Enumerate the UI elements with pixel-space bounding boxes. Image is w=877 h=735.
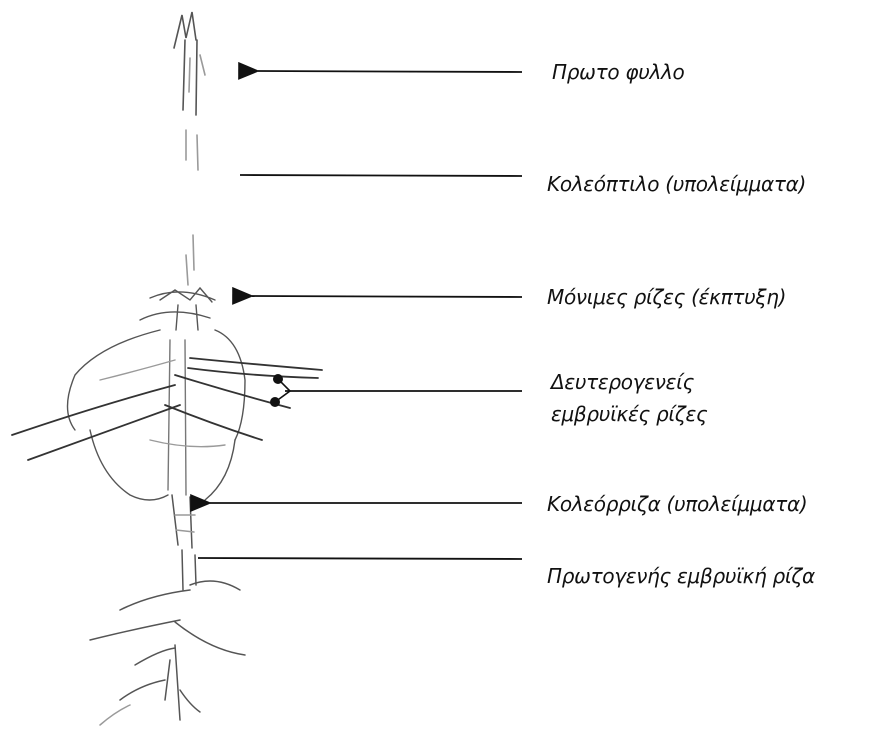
label-coleorhiza: Κολεόρριζα (υπολείμματα)	[547, 492, 807, 517]
first-leaf-arrow	[258, 71, 522, 72]
label-secondary-roots-line1: Δευτερογενείς	[551, 370, 694, 395]
label-first-leaf: Πρωτο φυλλο	[552, 60, 685, 85]
annotation-arrows	[198, 71, 522, 559]
permanent-roots-arrow	[252, 296, 522, 297]
coleoptile-line	[240, 175, 522, 176]
label-coleoptile: Κολεόπτιλο (υπολείμματα)	[547, 172, 806, 197]
primary-root-line	[198, 558, 522, 559]
first-leaf-sketch	[174, 12, 205, 285]
embryo-body-sketch	[68, 330, 246, 500]
secondary-roots-sketch	[12, 358, 322, 460]
label-secondary-roots-line2: εμβρυϊκές ρίζες	[551, 402, 707, 427]
permanent-roots-sketch	[140, 288, 215, 330]
label-permanent-roots: Μόνιμες ρίζες (έκπτυξη)	[547, 285, 786, 310]
label-primary-root: Πρωτογενής εμβρυϊκή ρίζα	[547, 564, 815, 589]
primary-root-sketch	[90, 495, 245, 725]
